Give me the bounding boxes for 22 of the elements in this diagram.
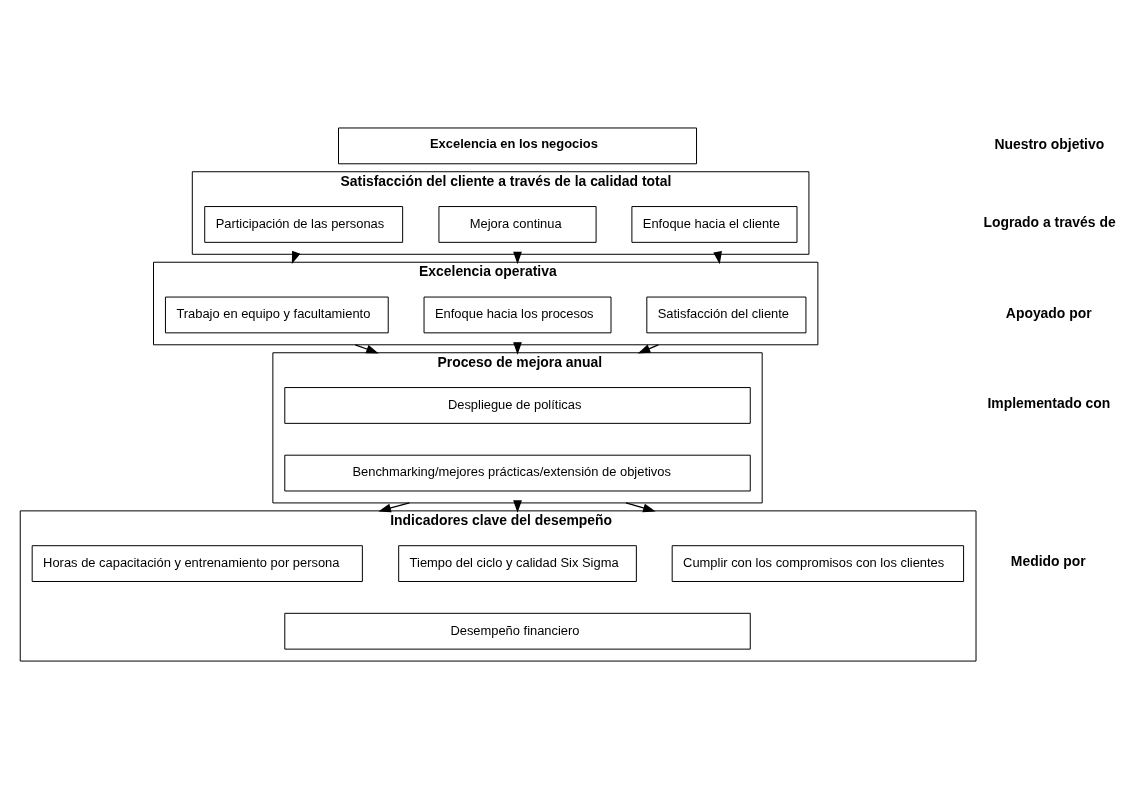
node-box: Desempeño financiero	[284, 612, 751, 650]
label: Logrado a través de	[983, 213, 1116, 230]
node-box: Cumplir con los compromisos con los clientes	[671, 544, 965, 582]
node-box: Trabajo en equipo y facultamiento	[164, 296, 389, 333]
arrow	[354, 343, 379, 353]
label: Medido por	[1010, 552, 1086, 569]
arrow	[378, 501, 411, 512]
label: Nuestro objetivo	[994, 135, 1105, 152]
node-box: Benchmarking/mejores prácticas/extensión de objetivos	[284, 454, 751, 491]
node-box: Enfoque hacia los procesos	[423, 296, 612, 333]
node-box: Enfoque hacia el cliente	[631, 205, 798, 243]
node-box: Excelencia en los negocios	[338, 127, 698, 164]
node-box: Horas de capacitación y entrenamiento por persona	[31, 544, 363, 582]
arrow	[625, 501, 656, 512]
node-box: Mejora continua	[438, 205, 597, 243]
node-box: Despliegue de políticas	[284, 386, 751, 424]
label: Implementado con	[987, 394, 1111, 411]
arrow	[637, 343, 659, 353]
node-box: Tiempo del ciclo y calidad Six Sigma	[398, 544, 637, 582]
label: Apoyado por	[1005, 304, 1092, 321]
node-box: Satisfacción del cliente	[646, 296, 807, 333]
node-box: Participación de las personas	[204, 205, 404, 243]
